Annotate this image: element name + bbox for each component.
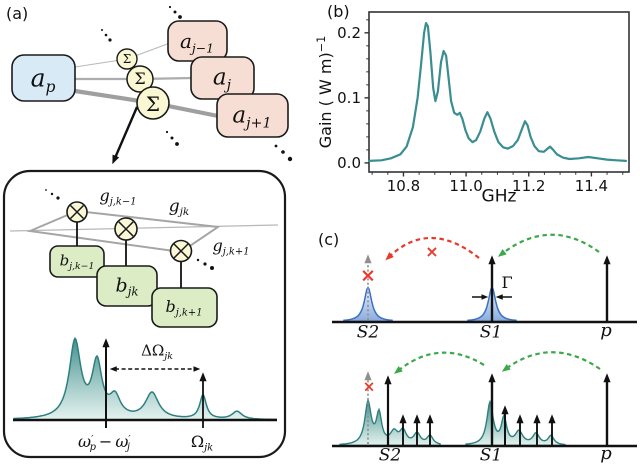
forbidden-arc-x-icon: × [425, 242, 439, 261]
waveguide-line [9, 224, 279, 232]
sigma-label-large: Σ [145, 92, 161, 116]
ellipsis-dots-inset-right [196, 258, 214, 270]
pump-to-s1-arc-bottom [501, 351, 601, 372]
phonon-bjk-label: bjk [115, 274, 139, 299]
phonon-mode-box-jp1 [151, 287, 218, 328]
ellipsis-dots-above-sum [101, 29, 112, 42]
phonon-bjp1-label: bj,k+1 [165, 297, 203, 319]
sigma-label-small: Σ [122, 52, 132, 66]
s2-comb-spectrum [339, 398, 441, 447]
s2-label-bottom: S2 [378, 445, 402, 466]
omega-jk-label: Ωjk [190, 432, 214, 454]
coupling-gjp1-label: gj,k+1 [212, 236, 250, 258]
node-aj-label: aj [212, 64, 232, 94]
phonon-mode-box-jm1 [49, 245, 105, 278]
x-tick-label: 11.2 [512, 177, 545, 195]
y-tick-label: 0.2 [337, 24, 361, 42]
x-axis-label: GHz [481, 186, 517, 207]
zoom-arrow [112, 106, 139, 165]
omega-diff-label: ω′p−ω′j [78, 432, 131, 454]
s2-label-top: S2 [356, 322, 380, 343]
gain-plot: 10.8 11.0 11.2 11.4 0.0 0.1 0.2 [337, 11, 630, 195]
x-tick-label: 10.8 [387, 177, 420, 195]
optical-mode-box-jp1 [216, 93, 289, 138]
phonon-mode-box-jk [96, 265, 158, 307]
pump-mode-box [11, 54, 76, 102]
coupling-gjm1-label: gj,k−1 [99, 186, 137, 208]
y-tick-label: 0.1 [337, 89, 361, 107]
s1-label-bottom: S1 [479, 445, 503, 466]
forbidden-x-icon: × [360, 264, 376, 287]
gain-curve [367, 22, 627, 162]
scattering-diagram [332, 233, 637, 448]
coupling-gjk-label: gjk [168, 196, 190, 219]
node-ajm1-label: aj−1 [179, 29, 215, 56]
coupling-plane [26, 209, 221, 254]
plot-frame [368, 11, 630, 173]
s1-label-top: S1 [479, 322, 503, 343]
ellipsis-dots-inset-left [45, 189, 60, 200]
network-diagram [11, 5, 293, 165]
x-tick-label: 11.0 [449, 177, 482, 195]
y-axis-label: Gain ( W m)−1 [314, 35, 336, 149]
delta-omega-label: ΔΩjk [141, 341, 173, 362]
ellipsis-dots-top-right [168, 5, 182, 19]
panel-a-label: (a) [6, 4, 29, 23]
pump-to-s1-arc [497, 233, 600, 257]
ellipsis-dots-below-network [165, 130, 179, 146]
pump-label-top: p [600, 320, 612, 341]
multiplier-icon-jm1 [66, 201, 88, 223]
sigma-label-medium: Σ [134, 69, 146, 88]
sum-node-large [136, 86, 170, 120]
node-ajp1-label: aj+1 [232, 102, 272, 132]
phonon-spectrum-curve [13, 337, 277, 421]
forbidden-x-bottom-icon: × [362, 377, 376, 396]
s1-to-s2-arc-bottom [393, 351, 485, 374]
x-tick-label: 11.4 [575, 177, 608, 195]
phonon-inset [2, 169, 287, 459]
forbidden-scattering-arc [385, 236, 480, 261]
gamma-label: Γ [501, 273, 513, 292]
multiplier-icon-jp1 [169, 239, 193, 263]
s1-comb-spectrum [465, 399, 566, 447]
sum-node-small [116, 48, 138, 70]
node-ap-label: ap [30, 63, 56, 96]
y-tick-label: 0.0 [337, 154, 361, 172]
comb-arrows [384, 373, 611, 446]
multiplier-icon-jk [114, 217, 138, 241]
ellipsis-dots-bottom-right [274, 144, 293, 162]
axis-ticks: 10.8 11.0 11.2 11.4 0.0 0.1 0.2 [337, 19, 624, 195]
panel-c-label: (c) [318, 230, 340, 249]
pump-label-bottom: p [600, 443, 612, 464]
sum-node-medium [126, 65, 154, 93]
panel-b-label: (b) [327, 2, 350, 21]
phonon-bjm1-label: bj,k−1 [59, 251, 95, 272]
